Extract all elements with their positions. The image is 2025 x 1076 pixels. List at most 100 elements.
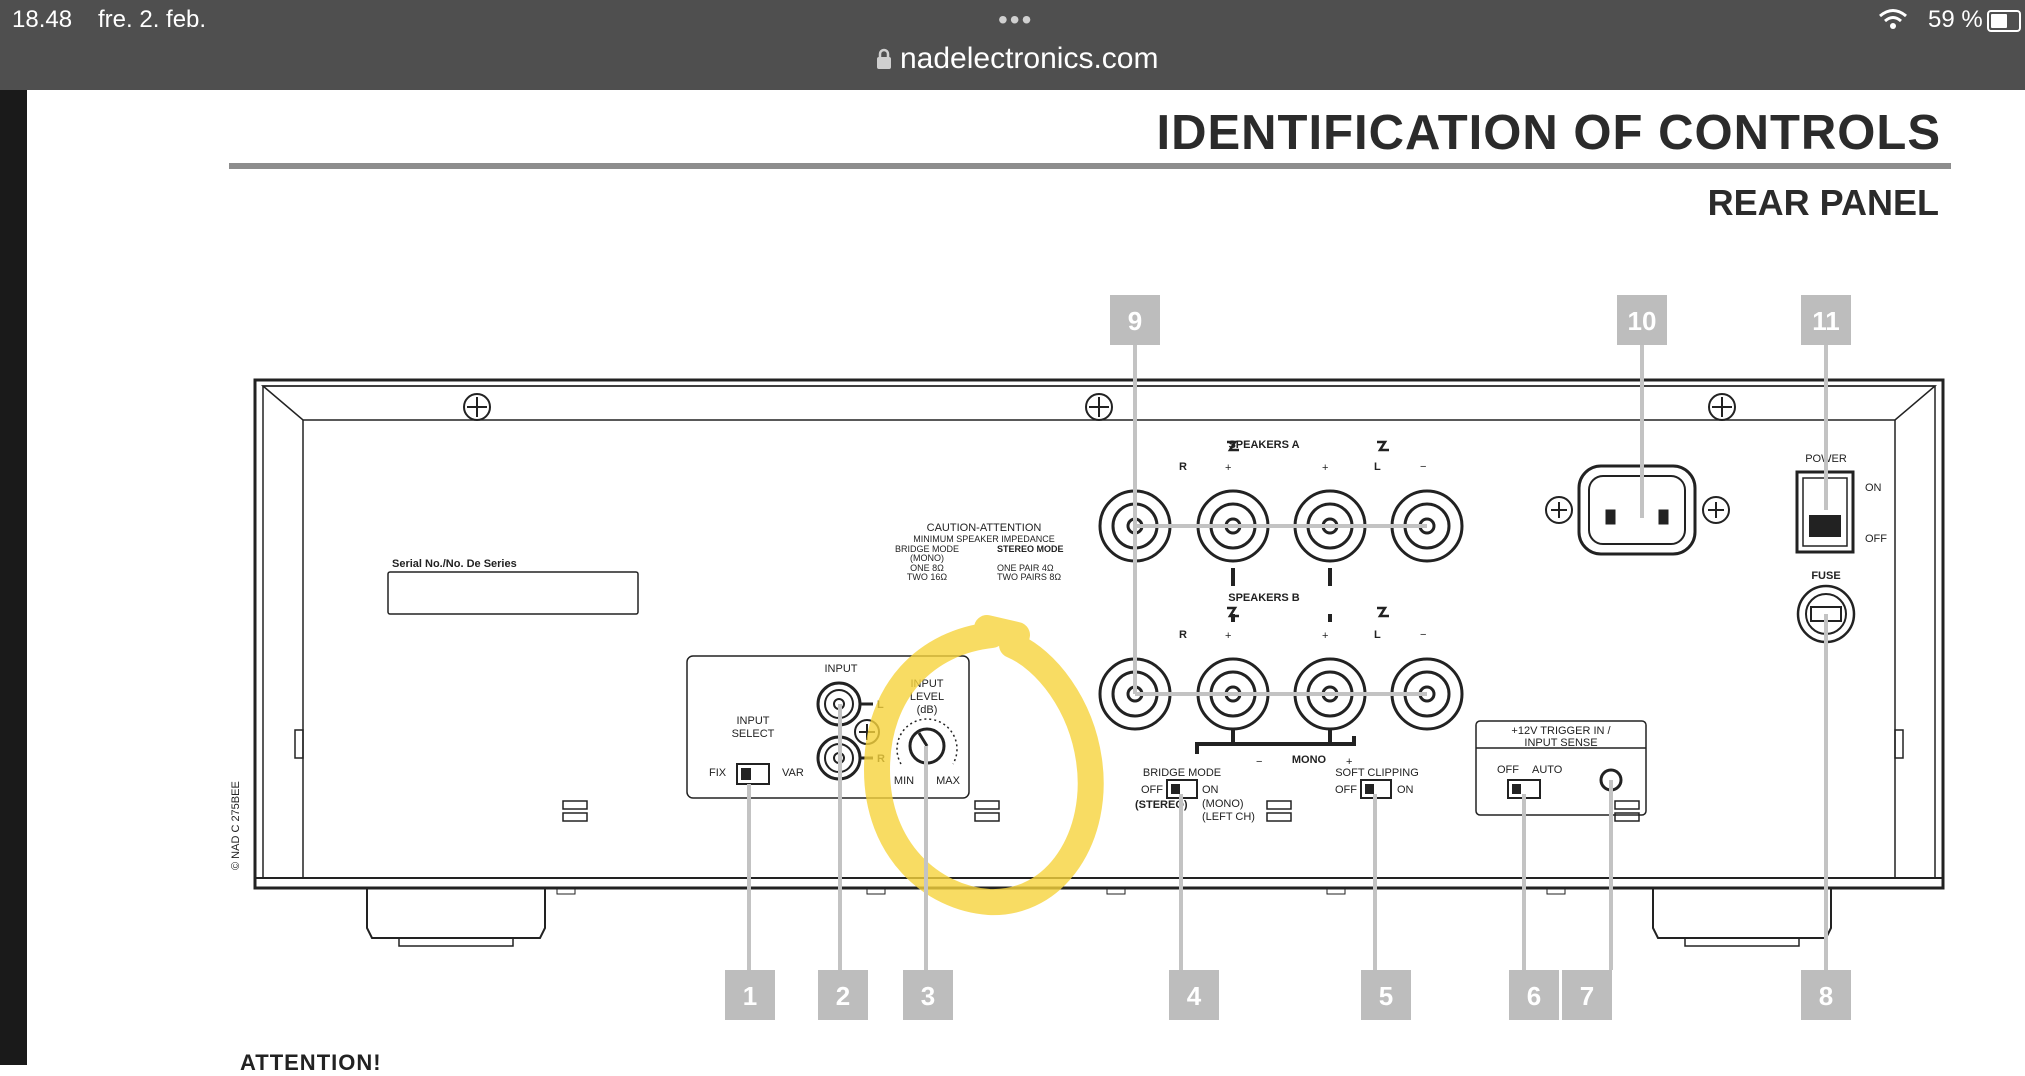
- attention-heading: ATTENTION!: [240, 1050, 382, 1075]
- svg-text:OFF: OFF: [1335, 784, 1357, 796]
- svg-text:MINIMUM SPEAKER IMPEDANCE: MINIMUM SPEAKER IMPEDANCE: [913, 534, 1055, 544]
- callout-3: 3: [903, 970, 953, 1020]
- speaker-labels: SPEAKERS A SPEAKERS B R L R L + + − + + …: [1179, 439, 1426, 768]
- svg-text:6: 6: [1527, 981, 1541, 1011]
- svg-text:L: L: [1374, 461, 1381, 473]
- callout-2: 2: [818, 970, 868, 1020]
- callout-1: 1: [725, 970, 775, 1020]
- left-edge: [0, 90, 27, 1065]
- svg-text:−: −: [1420, 629, 1426, 641]
- svg-text:+: +: [1322, 462, 1328, 474]
- svg-text:10: 10: [1628, 306, 1657, 336]
- ellipsis-icon[interactable]: •••: [998, 4, 1034, 35]
- svg-text:9: 9: [1128, 306, 1142, 336]
- svg-text:(dB): (dB): [917, 704, 938, 716]
- date: fre. 2. feb.: [98, 6, 207, 33]
- callout-8: 8: [1801, 970, 1851, 1020]
- address-bar[interactable]: nadelectronics.com: [876, 42, 1158, 76]
- svg-text:−: −: [1420, 461, 1426, 473]
- svg-text:MONO: MONO: [1292, 754, 1327, 766]
- svg-text:OFF: OFF: [1865, 533, 1887, 545]
- power-area: POWER ON OFF FUSE: [1795, 453, 1887, 644]
- svg-text:+12V TRIGGER IN /: +12V TRIGGER IN /: [1511, 725, 1611, 737]
- title-divider: [229, 163, 1951, 169]
- svg-text:FIX: FIX: [709, 767, 727, 779]
- ac-inlet[interactable]: [1545, 464, 1730, 556]
- page-subtitle: REAR PANEL: [1707, 182, 1939, 223]
- svg-text:INPUT: INPUT: [825, 663, 858, 675]
- callout-4: 4: [1169, 970, 1219, 1020]
- callout-7: 7: [1562, 970, 1612, 1020]
- svg-text:TWO PAIRS 8Ω: TWO PAIRS 8Ω: [997, 572, 1061, 582]
- svg-text:FUSE: FUSE: [1811, 570, 1840, 582]
- copyright-text: © NAD C 275BEE: [230, 781, 242, 870]
- document-page: IDENTIFICATION OF CONTROLS REAR PANEL: [27, 90, 2025, 1075]
- svg-text:TWO 16Ω: TWO 16Ω: [907, 572, 948, 582]
- svg-text:(STEREO): (STEREO): [1135, 799, 1188, 811]
- svg-text:ON: ON: [1865, 482, 1882, 494]
- svg-text:(LEFT CH): (LEFT CH): [1202, 811, 1255, 823]
- svg-text:1: 1: [743, 981, 757, 1011]
- chassis-screws: [463, 393, 1736, 421]
- svg-text:OFF: OFF: [1141, 784, 1163, 796]
- clock: 18.48: [12, 6, 73, 33]
- vents: [562, 800, 1640, 822]
- svg-text:2: 2: [836, 981, 850, 1011]
- svg-text:11: 11: [1812, 306, 1840, 336]
- svg-text:STEREO MODE: STEREO MODE: [997, 544, 1064, 554]
- chassis: [253, 378, 1945, 947]
- trigger-module: +12V TRIGGER IN / INPUT SENSE OFF AUTO: [1475, 720, 1647, 816]
- input-select-switch[interactable]: [736, 763, 770, 785]
- svg-text:ON: ON: [1202, 784, 1219, 796]
- svg-text:4: 4: [1187, 981, 1202, 1011]
- svg-text:SOFT CLIPPING: SOFT CLIPPING: [1335, 767, 1419, 779]
- svg-text:(MONO): (MONO): [910, 553, 944, 563]
- svg-text:MIN: MIN: [894, 775, 914, 787]
- battery-icon: [1987, 10, 2021, 32]
- svg-text:BRIDGE MODE: BRIDGE MODE: [1143, 767, 1221, 779]
- svg-text:7: 7: [1580, 981, 1594, 1011]
- svg-text:CAUTION-ATTENTION: CAUTION-ATTENTION: [927, 522, 1042, 534]
- wifi-icon: [1879, 9, 1907, 29]
- svg-text:−: −: [1256, 756, 1262, 768]
- callout-10: 10: [1617, 295, 1667, 345]
- url-text: nadelectronics.com: [900, 42, 1159, 75]
- svg-text:SPEAKERS B: SPEAKERS B: [1228, 592, 1300, 604]
- speaker-terminals[interactable]: [1098, 489, 1464, 754]
- browser-status-bar: 18.48 fre. 2. feb. ••• nadelectronics.co…: [0, 0, 2025, 90]
- svg-text:(MONO): (MONO): [1202, 798, 1244, 810]
- svg-text:3: 3: [921, 981, 935, 1011]
- svg-text:SPEAKERS A: SPEAKERS A: [1228, 439, 1299, 451]
- svg-text:+: +: [1225, 462, 1231, 474]
- input-module: INPUT SELECT FIX VAR INPUT L R INPUT LEV…: [686, 655, 970, 799]
- battery-percent: 59 %: [1928, 6, 1983, 33]
- caution-block: CAUTION-ATTENTION MINIMUM SPEAKER IMPEDA…: [895, 522, 1064, 582]
- svg-text:INPUT SENSE: INPUT SENSE: [1524, 737, 1597, 749]
- svg-text:INPUT: INPUT: [737, 715, 770, 727]
- svg-text:L: L: [1374, 629, 1381, 641]
- callout-5: 5: [1361, 970, 1411, 1020]
- rear-panel-diagram: Serial No./No. De Series © NAD C 275BEE …: [230, 295, 1945, 1020]
- lock-icon: [877, 48, 891, 69]
- callout-6: 6: [1509, 970, 1559, 1020]
- svg-text:5: 5: [1379, 981, 1393, 1011]
- svg-text:ON: ON: [1397, 784, 1414, 796]
- svg-text:MAX: MAX: [936, 775, 961, 787]
- svg-text:R: R: [1179, 629, 1187, 641]
- callout-11: 11: [1801, 295, 1851, 345]
- svg-text:SELECT: SELECT: [732, 728, 775, 740]
- yellow-highlight-annotation: [864, 615, 1104, 916]
- svg-text:R: R: [1179, 461, 1187, 473]
- svg-text:AUTO: AUTO: [1532, 764, 1563, 776]
- serial-box: [387, 571, 639, 615]
- bridge-mode-area: BRIDGE MODE OFF ON (STEREO) (MONO) (LEFT…: [1135, 767, 1255, 823]
- soft-clipping-area: SOFT CLIPPING OFF ON: [1335, 767, 1419, 799]
- svg-text:ONE 8Ω: ONE 8Ω: [910, 563, 944, 573]
- serial-label: Serial No./No. De Series: [392, 558, 517, 570]
- svg-text:OFF: OFF: [1497, 764, 1519, 776]
- svg-text:8: 8: [1819, 981, 1833, 1011]
- callout-lines: [747, 338, 1828, 970]
- svg-text:VAR: VAR: [782, 767, 804, 779]
- svg-text:+: +: [1322, 630, 1328, 642]
- callout-9: 9: [1110, 295, 1160, 345]
